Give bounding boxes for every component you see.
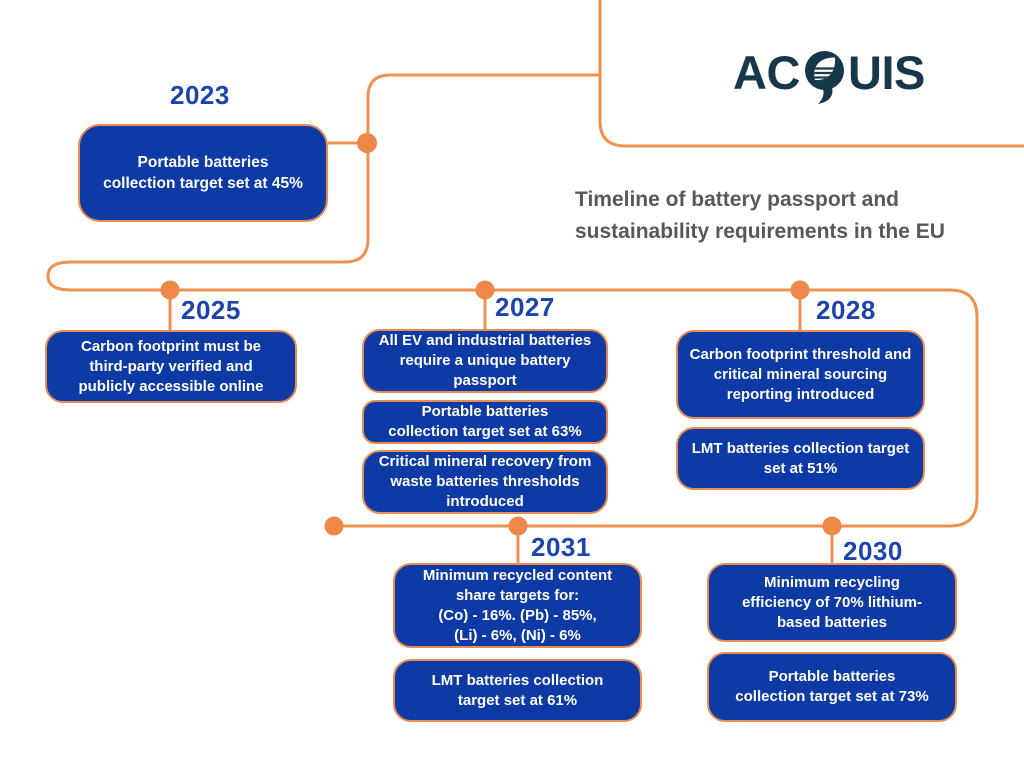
event-box-2028-carbon-threshold: Carbon footprint threshold and critical … [676, 330, 925, 419]
event-text: Portable batteries collection target set… [735, 668, 929, 705]
acquis-logo-graphic: AC UIS [733, 46, 925, 104]
main-timeline-line [46, 73, 979, 528]
event-box-2028-lmt-collection: LMT batteries collection target set at 5… [676, 427, 925, 490]
event-box-2027-mineral-recovery: Critical mineral recovery from waste bat… [362, 450, 608, 514]
dot-2031 [508, 516, 528, 536]
event-box-2030-recycling-efficiency: Minimum recycling efficiency of 70% lith… [707, 563, 957, 642]
event-box-2025-carbon-footprint: Carbon footprint must be third-party ver… [45, 330, 297, 403]
event-text: Minimum recycled content share targets f… [422, 566, 613, 644]
event-box-2027-battery-passport: All EV and industrial batteries require … [362, 329, 608, 393]
dot-terminal [324, 516, 344, 536]
event-box-2027-portable-collection: Portable batteries collection target set… [362, 400, 608, 444]
event-text: LMT batteries collection target set at 5… [691, 439, 910, 477]
event-text: Minimum recycling efficiency of 70% lith… [741, 573, 923, 631]
year-label-2030: 2030 [843, 536, 903, 566]
year-label-2028: 2028 [816, 295, 876, 325]
dot-2025 [160, 280, 180, 300]
year-label-2025: 2025 [181, 295, 241, 325]
event-text: Carbon footprint threshold and critical … [689, 345, 912, 403]
event-text: Portable batteries collection target set… [103, 154, 303, 192]
dot-2030 [822, 516, 842, 536]
logo-text-ac: AC [733, 48, 800, 99]
logo-q-tail [818, 82, 833, 104]
dot-2027 [475, 280, 495, 300]
dot-2023 [357, 133, 377, 153]
logo-text-uis: UIS [848, 48, 925, 99]
event-box-2023-portable-collection: Portable batteries collection target set… [78, 124, 328, 222]
event-text: Carbon footprint must be third-party ver… [78, 337, 264, 395]
event-text: Portable batteries collection target set… [388, 403, 582, 440]
acquis-logo: AC UIS [733, 46, 943, 108]
year-label-2027: 2027 [495, 292, 555, 322]
top-branch-line [598, 0, 1024, 148]
event-box-2031-lmt-collection: LMT batteries collection target set at 6… [393, 659, 642, 722]
event-text: All EV and industrial batteries require … [378, 332, 592, 389]
dot-2028 [790, 280, 810, 300]
year-label-2031: 2031 [531, 532, 591, 562]
leaf-icon [814, 57, 836, 81]
event-text: LMT batteries collection target set at 6… [431, 671, 604, 709]
logo-letter-q [805, 51, 844, 104]
event-box-2030-portable-collection: Portable batteries collection target set… [707, 652, 957, 722]
event-text: Critical mineral recovery from waste bat… [378, 453, 592, 510]
year-label-2023: 2023 [170, 80, 230, 110]
event-box-2031-recycled-content: Minimum recycled content share targets f… [393, 563, 642, 648]
infographic-title: Timeline of battery passport and sustain… [575, 188, 945, 243]
